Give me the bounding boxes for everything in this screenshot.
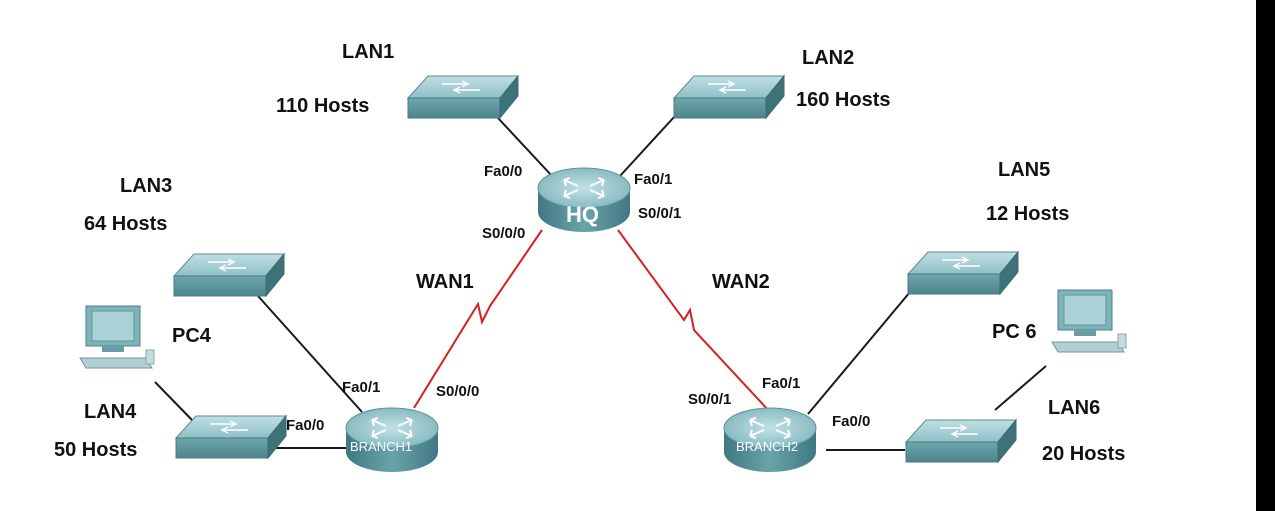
- link-branch2-lan5: [807, 291, 911, 415]
- hq-fa0-0-label: Fa0/0: [484, 163, 523, 180]
- lan1-switch-icon: [407, 75, 519, 119]
- lan1-name: LAN1: [342, 41, 395, 63]
- lan6-hosts: 20 Hosts: [1042, 443, 1126, 465]
- branch2-fa0-0-label: Fa0/0: [832, 413, 871, 430]
- wan1-label: WAN1: [416, 271, 474, 293]
- lan6-switch-icon: [905, 419, 1017, 463]
- hq-fa0-1-label: Fa0/1: [634, 171, 673, 188]
- branch2-s0-0-1-label: S0/0/1: [688, 391, 732, 408]
- lan2-name: LAN2: [802, 47, 855, 69]
- lan2-hosts: 160 Hosts: [796, 89, 891, 111]
- wan1-serial-link: [413, 229, 543, 409]
- lan4-hosts: 50 Hosts: [54, 439, 138, 461]
- lan3-name: LAN3: [120, 175, 173, 197]
- lan2-switch-icon: [673, 75, 785, 119]
- lan5-switch-icon: [907, 251, 1019, 295]
- branch1-fa0-1-label: Fa0/1: [342, 379, 381, 396]
- lan3-switch-icon: [173, 253, 285, 297]
- wan2-serial-link: [617, 229, 771, 413]
- lan5-name: LAN5: [998, 159, 1051, 181]
- wan2-label: WAN2: [712, 271, 770, 293]
- lan4-name: LAN4: [84, 401, 137, 423]
- branch2-fa0-1-label: Fa0/1: [762, 375, 801, 392]
- hq-router-name: HQ: [566, 202, 599, 227]
- branch2-router-name: BRANCH2: [736, 439, 799, 454]
- hq-s0-0-1-label: S0/0/1: [638, 205, 682, 222]
- pc6-icon: [1051, 289, 1127, 353]
- branch1-fa0-0-label: Fa0/0: [286, 417, 325, 434]
- hq-s0-0-0-label: S0/0/0: [482, 225, 526, 242]
- link-hq-lan2: [619, 115, 676, 177]
- link-hq-lan1: [497, 117, 553, 177]
- lan1-hosts: 110 Hosts: [276, 95, 370, 117]
- link-pc6-lan6: [994, 365, 1047, 411]
- lan3-hosts: 64 Hosts: [84, 213, 168, 235]
- lan6-name: LAN6: [1048, 397, 1101, 419]
- right-edge-band: [1256, 0, 1275, 511]
- lan4-switch-icon: [175, 415, 287, 459]
- pc4-icon: [79, 305, 155, 369]
- lan5-hosts: 12 Hosts: [986, 203, 1070, 225]
- branch1-router-name: BRANCH1: [350, 439, 413, 454]
- pc6-label: PC 6: [992, 321, 1037, 343]
- branch1-s0-0-0-label: S0/0/0: [436, 383, 480, 400]
- pc4-label: PC4: [172, 325, 211, 347]
- link-branch1-lan3: [257, 295, 363, 413]
- link-pc4-lan4: [154, 381, 193, 421]
